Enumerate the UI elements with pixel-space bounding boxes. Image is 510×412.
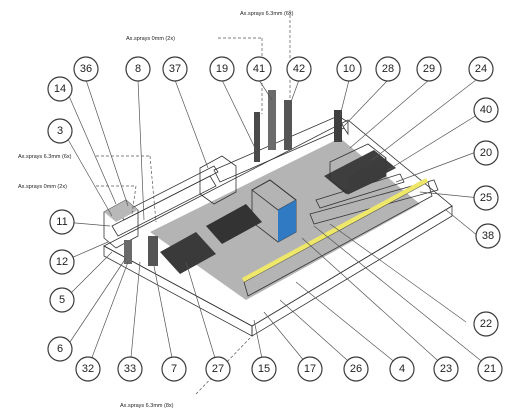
svg-text:36: 36 <box>80 63 92 75</box>
callout-3: 3 <box>47 118 73 144</box>
callout-10: 10 <box>336 56 362 82</box>
callout-23: 23 <box>433 356 459 382</box>
svg-text:5: 5 <box>59 294 65 306</box>
callout-25: 25 <box>473 185 499 211</box>
callout-38: 38 <box>475 223 501 249</box>
front-post-33 <box>124 240 132 264</box>
svg-text:22: 22 <box>480 318 492 330</box>
svg-text:32: 32 <box>82 363 94 375</box>
svg-text:23: 23 <box>440 363 452 375</box>
callout-41: 41 <box>246 56 272 82</box>
note-top: Ax.sprays 6.3mm (6x) <box>240 11 294 17</box>
callout-20: 20 <box>473 140 499 166</box>
notes: Ax.sprays 6.3mm (6x) Ax.sprays 0mm (2x) … <box>18 11 294 409</box>
svg-text:21: 21 <box>484 363 496 375</box>
svg-text:19: 19 <box>216 63 228 75</box>
right-rail <box>309 179 439 225</box>
callout-19: 19 <box>209 56 235 82</box>
svg-text:7: 7 <box>171 363 177 375</box>
callout-15: 15 <box>251 356 277 382</box>
svg-text:6: 6 <box>57 343 63 355</box>
svg-text:26: 26 <box>350 363 362 375</box>
post-10 <box>334 110 342 142</box>
svg-text:42: 42 <box>293 63 305 75</box>
svg-text:10: 10 <box>343 63 355 75</box>
svg-text:28: 28 <box>382 63 394 75</box>
svg-text:14: 14 <box>54 83 66 95</box>
svg-text:17: 17 <box>304 363 316 375</box>
svg-text:25: 25 <box>480 192 492 204</box>
callout-33: 33 <box>117 356 143 382</box>
base-plate-front-right <box>251 205 453 337</box>
svg-text:41: 41 <box>253 63 265 75</box>
svg-text:33: 33 <box>124 363 136 375</box>
callout-4: 4 <box>389 356 415 382</box>
callout-17: 17 <box>297 356 323 382</box>
callout-21: 21 <box>477 356 503 382</box>
svg-text:40: 40 <box>480 104 492 116</box>
svg-text:12: 12 <box>56 256 68 268</box>
svg-text:3: 3 <box>57 125 63 137</box>
callout-22: 22 <box>473 311 499 337</box>
leader-lines <box>61 10 491 395</box>
note-bottom: Ax.sprays 6.3mm (8x) <box>120 403 174 409</box>
callout-11: 11 <box>49 209 75 235</box>
blue-block-face <box>278 200 296 242</box>
post-19 <box>254 112 260 162</box>
svg-text:20: 20 <box>480 147 492 159</box>
callout-24: 24 <box>468 56 494 82</box>
note-upper: Ax.sprays 0mm (2x) <box>126 36 175 42</box>
callout-5: 5 <box>49 287 75 313</box>
callout-12: 12 <box>49 249 75 275</box>
svg-text:4: 4 <box>399 363 405 375</box>
callout-14: 14 <box>47 76 73 102</box>
callout-27: 27 <box>205 356 231 382</box>
callout-28: 28 <box>375 56 401 82</box>
callout-36: 36 <box>73 56 99 82</box>
svg-text:15: 15 <box>258 363 270 375</box>
slot-left-front <box>160 232 216 274</box>
callout-40: 40 <box>473 97 499 123</box>
post-42 <box>284 100 292 150</box>
assembly-drawing <box>103 90 453 337</box>
callout-32: 32 <box>75 356 101 382</box>
right-slot-box-face <box>348 158 386 194</box>
callout-left-column: 14 3 11 12 5 6 <box>47 76 75 362</box>
callout-8: 8 <box>125 56 151 82</box>
svg-text:38: 38 <box>482 230 494 242</box>
front-post-7 <box>148 236 158 266</box>
note-left-a: Ax.sprays 6.3mm (6x) <box>18 154 72 160</box>
post-41 <box>268 90 276 150</box>
callout-6: 6 <box>47 336 73 362</box>
callout-42: 42 <box>286 56 312 82</box>
center-block <box>199 155 237 205</box>
callout-right-column: 40 20 25 38 22 <box>473 97 501 337</box>
callout-29: 29 <box>416 56 442 82</box>
callout-bottom-row: 32 33 7 27 15 17 26 4 23 21 <box>75 356 503 382</box>
slot-mid <box>206 204 262 244</box>
svg-text:29: 29 <box>423 63 435 75</box>
svg-text:11: 11 <box>56 216 67 228</box>
left-end-block-top <box>104 200 138 222</box>
svg-text:27: 27 <box>212 363 224 375</box>
callout-top-row: 36 8 37 19 41 42 10 28 29 24 <box>73 56 494 82</box>
note-left-b: Ax.sprays 0mm (2x) <box>18 184 67 190</box>
callout-37: 37 <box>162 56 188 82</box>
callout-7: 7 <box>161 356 187 382</box>
svg-text:24: 24 <box>475 63 487 75</box>
callout-26: 26 <box>343 356 369 382</box>
svg-text:37: 37 <box>169 63 181 75</box>
front-rail-top <box>242 178 428 282</box>
svg-text:8: 8 <box>135 63 141 75</box>
